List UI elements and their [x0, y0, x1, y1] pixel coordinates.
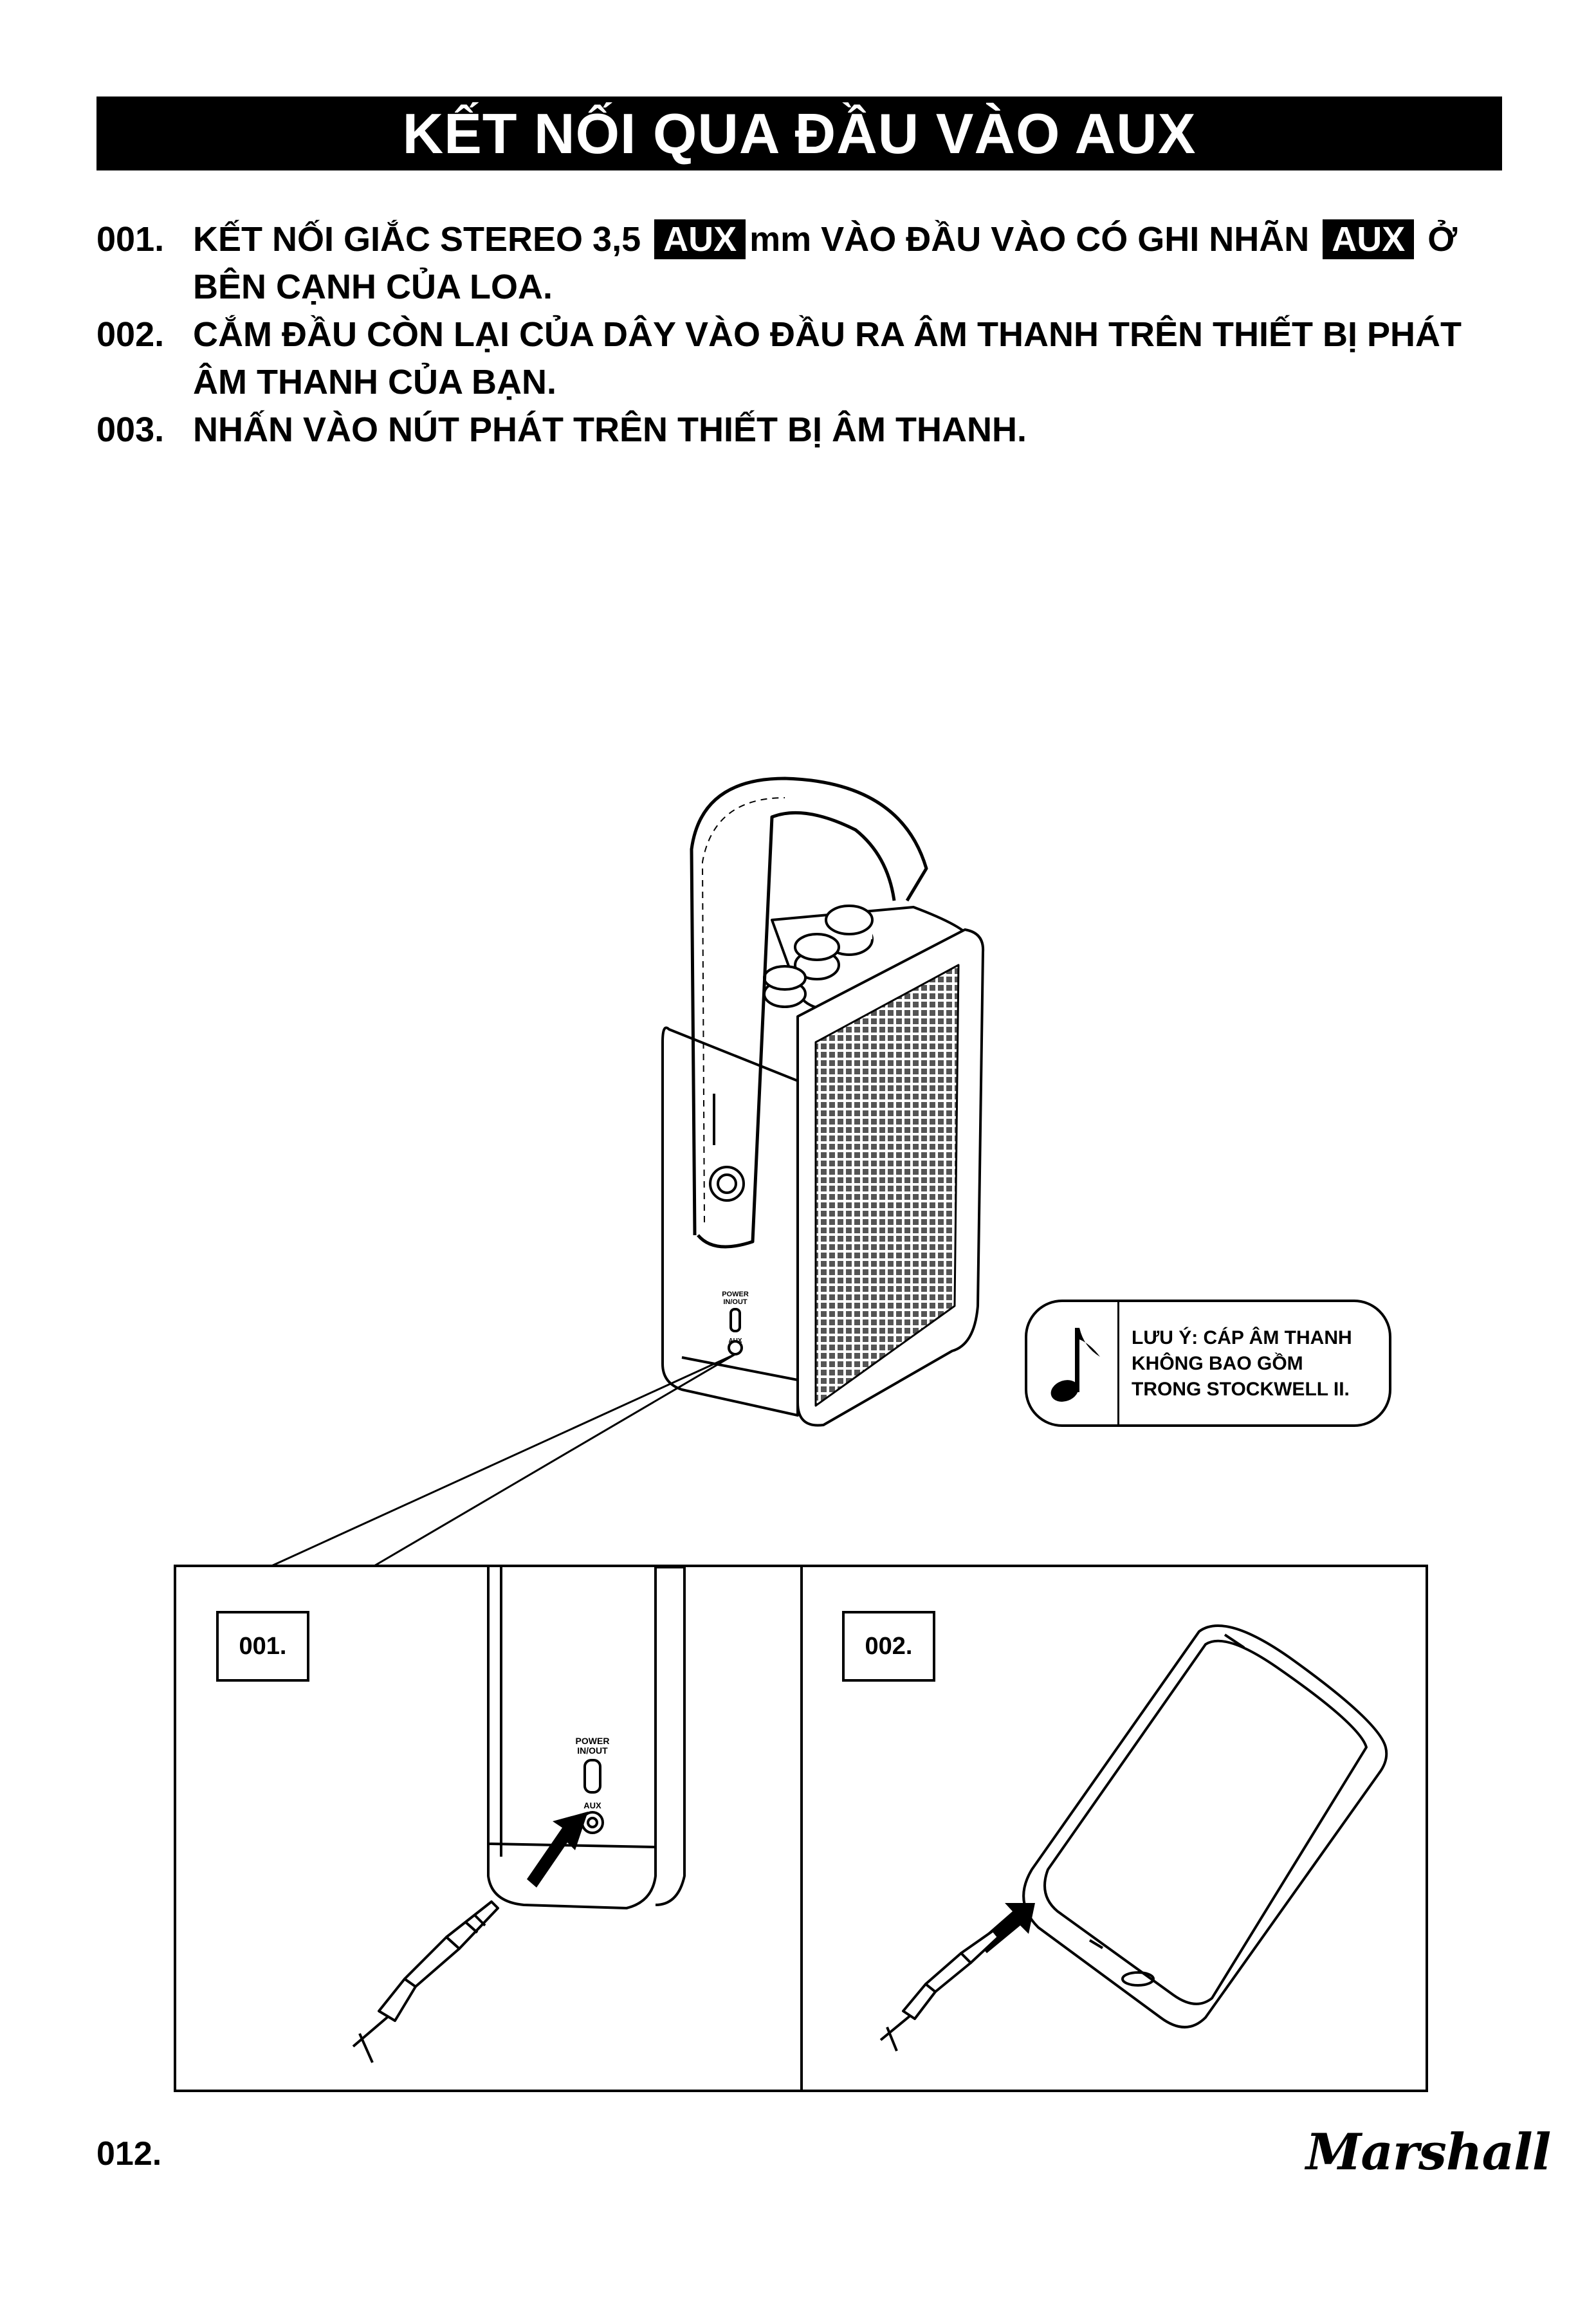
- note-divider: [1117, 1302, 1119, 1424]
- aux-closeup-illustration: POWER IN/OUT AUX: [352, 1567, 686, 2063]
- panel-1-label: 001.: [216, 1611, 309, 1682]
- step-text-part: mm VÀO ĐẦU VÀO CÓ GHI NHÃN: [749, 220, 1319, 259]
- note-text: LƯU Ý: CÁP ÂM THANH KHÔNG BAO GỒM TRONG …: [1132, 1325, 1389, 1402]
- music-note-icon: [1050, 1328, 1100, 1402]
- step-number: 001.: [96, 220, 165, 259]
- note-line: TRONG STOCKWELL II.: [1132, 1379, 1350, 1400]
- note-line: LƯU Ý: CÁP ÂM THANH: [1132, 1327, 1352, 1348]
- page-number: 012.: [96, 2135, 162, 2173]
- power-port-label: IN/OUT: [723, 1298, 748, 1306]
- panel-divider: [800, 1567, 803, 2090]
- panel-2-label: 002.: [842, 1611, 935, 1682]
- power-port-label: IN/OUT: [577, 1745, 608, 1756]
- step-text-part: KẾT NỐI GIẮC STEREO 3,5: [193, 220, 651, 259]
- illustration-panels: POWER IN/OUT AUX 001. 002.: [174, 1565, 1428, 2092]
- phone-illustration: [879, 1624, 1388, 2052]
- marshall-logo: Marshall: [1306, 2123, 1551, 2182]
- aux-tag: AUX: [1323, 219, 1415, 259]
- note-line: KHÔNG BAO GỒM: [1132, 1353, 1303, 1374]
- speaker-illustration: POWER IN/OUT AUX: [270, 777, 985, 1568]
- step-2: 002. CẮM ĐẦU CÒN LẠI CỦA DÂY VÀO ĐẦU RA …: [96, 311, 1512, 406]
- power-port-label: POWER: [722, 1291, 749, 1298]
- aux-port-label: AUX: [583, 1801, 601, 1810]
- power-port-label: POWER: [576, 1736, 610, 1746]
- step-number: 002.: [96, 315, 165, 354]
- aux-tag: AUX: [654, 219, 746, 259]
- note-box: LƯU Ý: CÁP ÂM THANH KHÔNG BAO GỒM TRONG …: [1025, 1300, 1391, 1427]
- step-number: 003.: [96, 410, 165, 449]
- step-3: 003. NHẤN VÀO NÚT PHÁT TRÊN THIẾT BỊ ÂM …: [96, 406, 1512, 454]
- page-title: KẾT NỐI QUA ĐẦU VÀO AUX: [96, 96, 1502, 170]
- step-text-part: Ở BÊN CẠNH CỦA LOA.: [193, 220, 1458, 306]
- step-text: NHẤN VÀO NÚT PHÁT TRÊN THIẾT BỊ ÂM THANH…: [193, 410, 1027, 449]
- step-text: CẮM ĐẦU CÒN LẠI CỦA DÂY VÀO ĐẦU RA ÂM TH…: [193, 315, 1462, 401]
- aux-port-label: AUX: [728, 1337, 742, 1345]
